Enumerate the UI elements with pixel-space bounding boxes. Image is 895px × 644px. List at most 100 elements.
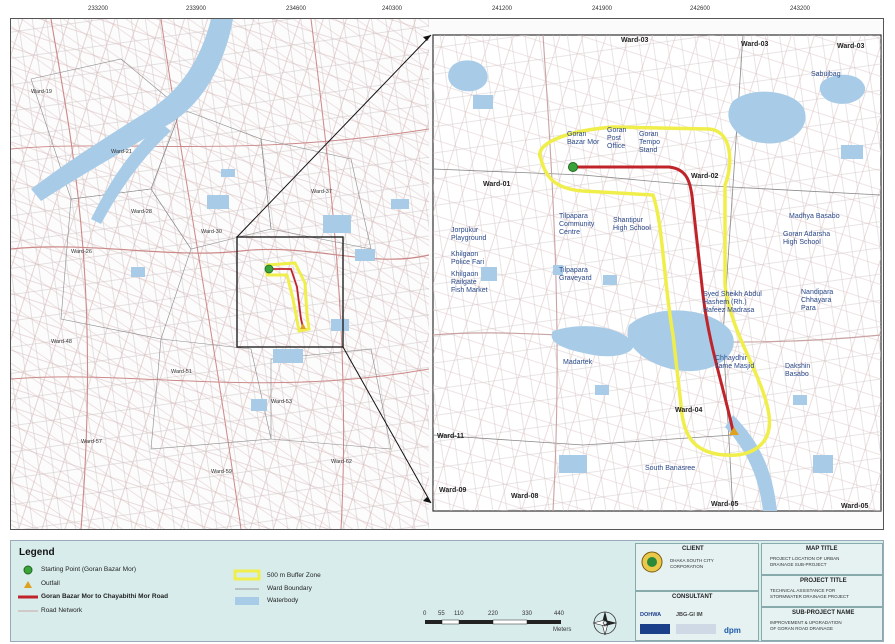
inset-ward-label: Ward-01	[483, 181, 511, 188]
place-label: Goran Post Office	[607, 127, 627, 150]
place-label: Goran Adarsha High School	[783, 231, 831, 246]
legend-item: Waterbody	[267, 597, 299, 604]
axis-tick: 241900	[592, 6, 613, 12]
place-label: Goran Bazar Mor	[567, 131, 600, 146]
ward-label: Ward-53	[271, 399, 292, 405]
legend-item: Starting Point (Goran Bazar Mor)	[41, 566, 137, 573]
consultant-logo-mark	[640, 624, 670, 634]
axis-tick: 243200	[790, 6, 811, 12]
project-title-box: PROJECT TITLE TECHNICAL ASSISTANCE FOR S…	[761, 575, 883, 607]
place-label: Dakshin Basabo	[785, 363, 811, 378]
place-label: Chhaydhir Jame Masjid	[715, 355, 755, 370]
place-label: Syed Sheikh Abdul Hashem (Rh.) Hafeez Ma…	[703, 291, 762, 314]
client-box: CLIENT DHAKA SOUTH CITY CORPORATION	[635, 543, 759, 591]
legend-item: Outfall	[41, 580, 60, 587]
client-name: DHAKA SOUTH CITY CORPORATION	[670, 558, 714, 569]
map-canvas[interactable]	[11, 19, 883, 529]
inset-ward-label: Ward-03	[741, 41, 769, 48]
inset-ward-label: Ward-03	[837, 43, 865, 50]
city-corporation-logo-icon	[641, 551, 663, 573]
subproject-box: SUB-PROJECT NAME IMPROVEMENT & UPGRADATI…	[761, 607, 883, 641]
ward-label: Ward-26	[71, 249, 92, 255]
legend-item: Ward Boundary	[267, 585, 312, 592]
north-arrow-icon	[592, 611, 617, 636]
ward-label: Ward-59	[211, 469, 232, 475]
inset-ward-label: Ward-11	[437, 433, 464, 440]
consultant-box: CONSULTANT DOHWA JBG-GI IM dpm	[635, 591, 759, 641]
place-label: Nandipara Chhayara Para	[801, 289, 834, 312]
scale-tick: 330	[522, 611, 533, 617]
client-label: CLIENT	[682, 546, 704, 552]
consultant-label: CONSULTANT	[672, 594, 713, 600]
place-label: Khilgaon Railgate Fish Market	[451, 271, 488, 294]
scale-bar: 0 55 110 220 330 440 Meters	[423, 611, 573, 635]
ward-label: Ward-28	[131, 209, 152, 215]
map-title: PROJECT LOCATION OF URBAN DRAINAGE SUB-P…	[770, 556, 840, 567]
place-label: Khilgaon Police Fari	[451, 251, 485, 266]
legend-item: Road Network	[41, 607, 83, 614]
map-panel[interactable]: Ward-19 Ward-21 Ward-28 Ward-26 Ward-30 …	[10, 18, 884, 530]
map-title-label: MAP TITLE	[806, 546, 838, 552]
ward-label: Ward-21	[111, 149, 132, 155]
place-label: South Banasree	[645, 465, 696, 472]
inset-ward-label: Ward-03	[621, 37, 649, 44]
scale-tick: 220	[488, 611, 499, 617]
inset-ward-label: Ward-08	[511, 493, 539, 500]
scale-unit: Meters	[553, 627, 572, 633]
ward-label: Ward-37	[311, 189, 332, 195]
title-block: CLIENT DHAKA SOUTH CITY CORPORATION CONS…	[635, 541, 883, 641]
inset-ward-label: Ward-09	[439, 487, 467, 494]
bottom-panel: Legend Starting Point (Goran Bazar Mor) …	[10, 540, 884, 642]
legend-title: Legend	[19, 547, 55, 558]
overview-map[interactable]	[11, 19, 432, 529]
consultant-logo: JBG-GI IM	[676, 612, 703, 618]
axis-tick: 234600	[286, 6, 307, 12]
ward-label: Ward-48	[51, 339, 72, 345]
consultant-logo-mark	[676, 624, 716, 634]
scale-tick: 0	[423, 611, 427, 617]
place-label: Jorpukur Playground	[451, 227, 487, 242]
waterbody-icon	[235, 597, 259, 605]
ward-label: Ward-19	[31, 89, 52, 95]
scale-tick: 440	[554, 611, 565, 617]
outfall-icon	[24, 581, 32, 588]
consultant-logo: DOHWA	[640, 612, 662, 618]
inset-ward-label: Ward-02	[691, 173, 719, 180]
scale-bar-graphic	[425, 619, 561, 625]
place-label: Tilpapara Community Centre	[559, 213, 595, 236]
inset-ward-label: Ward-04	[675, 407, 703, 414]
place-label: Sabujbag	[811, 71, 841, 78]
scale-tick: 55	[438, 611, 445, 617]
inset-ward-label: Ward-05	[841, 503, 869, 510]
place-label: Shantipur High School	[613, 217, 651, 232]
place-label: Madhya Basabo	[789, 213, 840, 220]
route-line-icon	[18, 595, 38, 599]
axis-tick: 242600	[690, 6, 711, 12]
place-label: Madartek	[563, 359, 593, 366]
project-title-label: PROJECT TITLE	[800, 578, 847, 584]
consultant-logo: dpm	[724, 626, 741, 635]
subproject-name: IMPROVEMENT & UPGRADATION OF GORAN ROAD …	[770, 620, 842, 631]
ward-label: Ward-62	[331, 459, 352, 465]
place-label: Tilpapara Graveyard	[559, 267, 592, 282]
legend: Legend Starting Point (Goran Bazar Mor) …	[11, 541, 633, 641]
start-point-icon	[23, 565, 33, 575]
road-line-icon	[18, 610, 38, 612]
map-title-box: MAP TITLE PROJECT LOCATION OF URBAN DRAI…	[761, 543, 883, 575]
project-title: TECHNICAL ASSISTANCE FOR STORMWATER DRAI…	[770, 588, 849, 599]
ward-label: Ward-51	[171, 369, 192, 375]
legend-item: Goran Bazar Mor to Chayabithi Mor Road	[41, 593, 169, 600]
axis-tick: 241200	[492, 6, 513, 12]
legend-item: 500 m Buffer Zone	[267, 572, 321, 579]
scale-tick: 110	[454, 611, 464, 617]
axis-tick: 233200	[88, 6, 109, 12]
buffer-zone-icon	[233, 569, 261, 581]
ward-boundary-icon	[235, 588, 259, 590]
place-label: Goran Tempo Stand	[639, 131, 661, 154]
inset-map[interactable]	[432, 34, 882, 512]
axis-tick: 233900	[186, 6, 207, 12]
ward-label: Ward-30	[201, 229, 222, 235]
ward-label: Ward-57	[81, 439, 102, 445]
axis-tick: 240300	[382, 6, 403, 12]
